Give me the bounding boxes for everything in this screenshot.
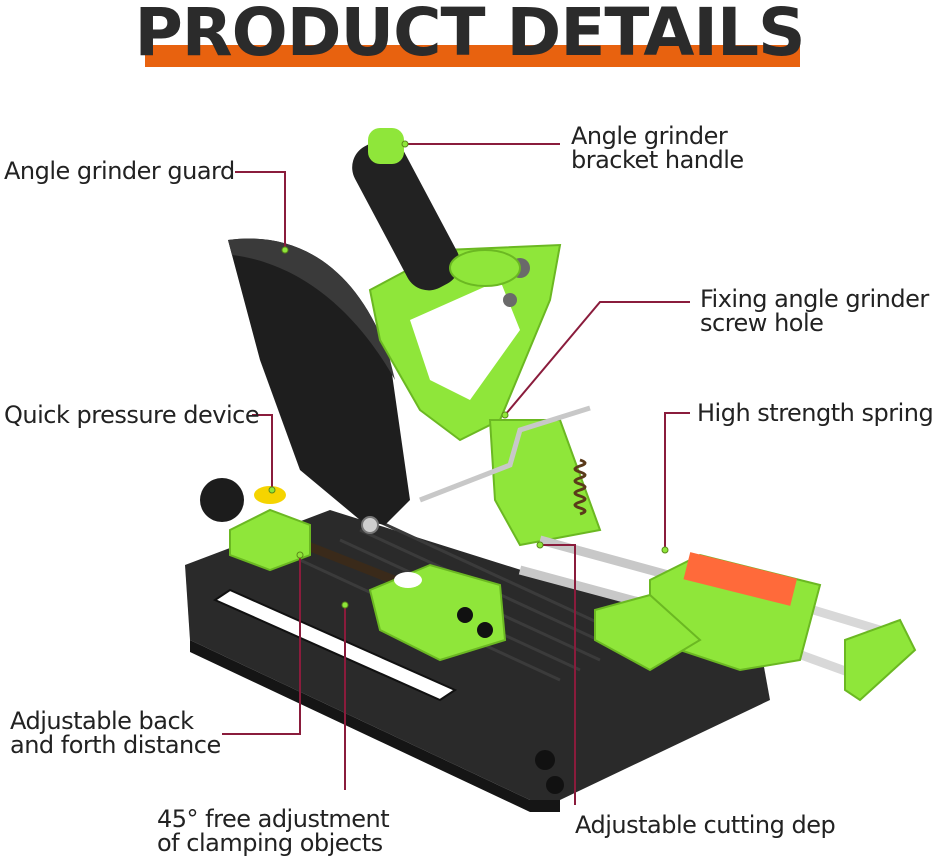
grinder-guard bbox=[228, 238, 410, 534]
callout-leader-lines bbox=[222, 143, 690, 805]
callout-guard: Angle grinder guard bbox=[4, 157, 235, 185]
spring bbox=[573, 458, 587, 516]
bracket-arm bbox=[352, 128, 602, 547]
slide-rails bbox=[518, 535, 917, 702]
title-underline-bar bbox=[145, 45, 800, 67]
callout-handle-line1: Angle grinder bbox=[571, 122, 728, 150]
callout-spring: High strength spring bbox=[697, 399, 934, 427]
callout-distance-line2: and forth distance bbox=[10, 731, 221, 759]
clamp-assembly bbox=[200, 478, 507, 662]
callout-handle-line2: bracket handle bbox=[571, 146, 744, 174]
callout-clamp-line1: 45° free adjustment bbox=[157, 805, 390, 833]
callout-pressure: Quick pressure device bbox=[4, 401, 260, 429]
callout-distance-line1: Adjustable back bbox=[10, 707, 194, 735]
callout-screw-line2: screw hole bbox=[700, 309, 824, 337]
callout-clamp-line2: of clamping objects bbox=[157, 829, 383, 857]
callout-cutting: Adjustable cutting dep bbox=[575, 811, 836, 839]
callout-screw-line1: Fixing angle grinder bbox=[700, 285, 929, 313]
page-title: PRODUCT DETAILS bbox=[134, 0, 805, 71]
